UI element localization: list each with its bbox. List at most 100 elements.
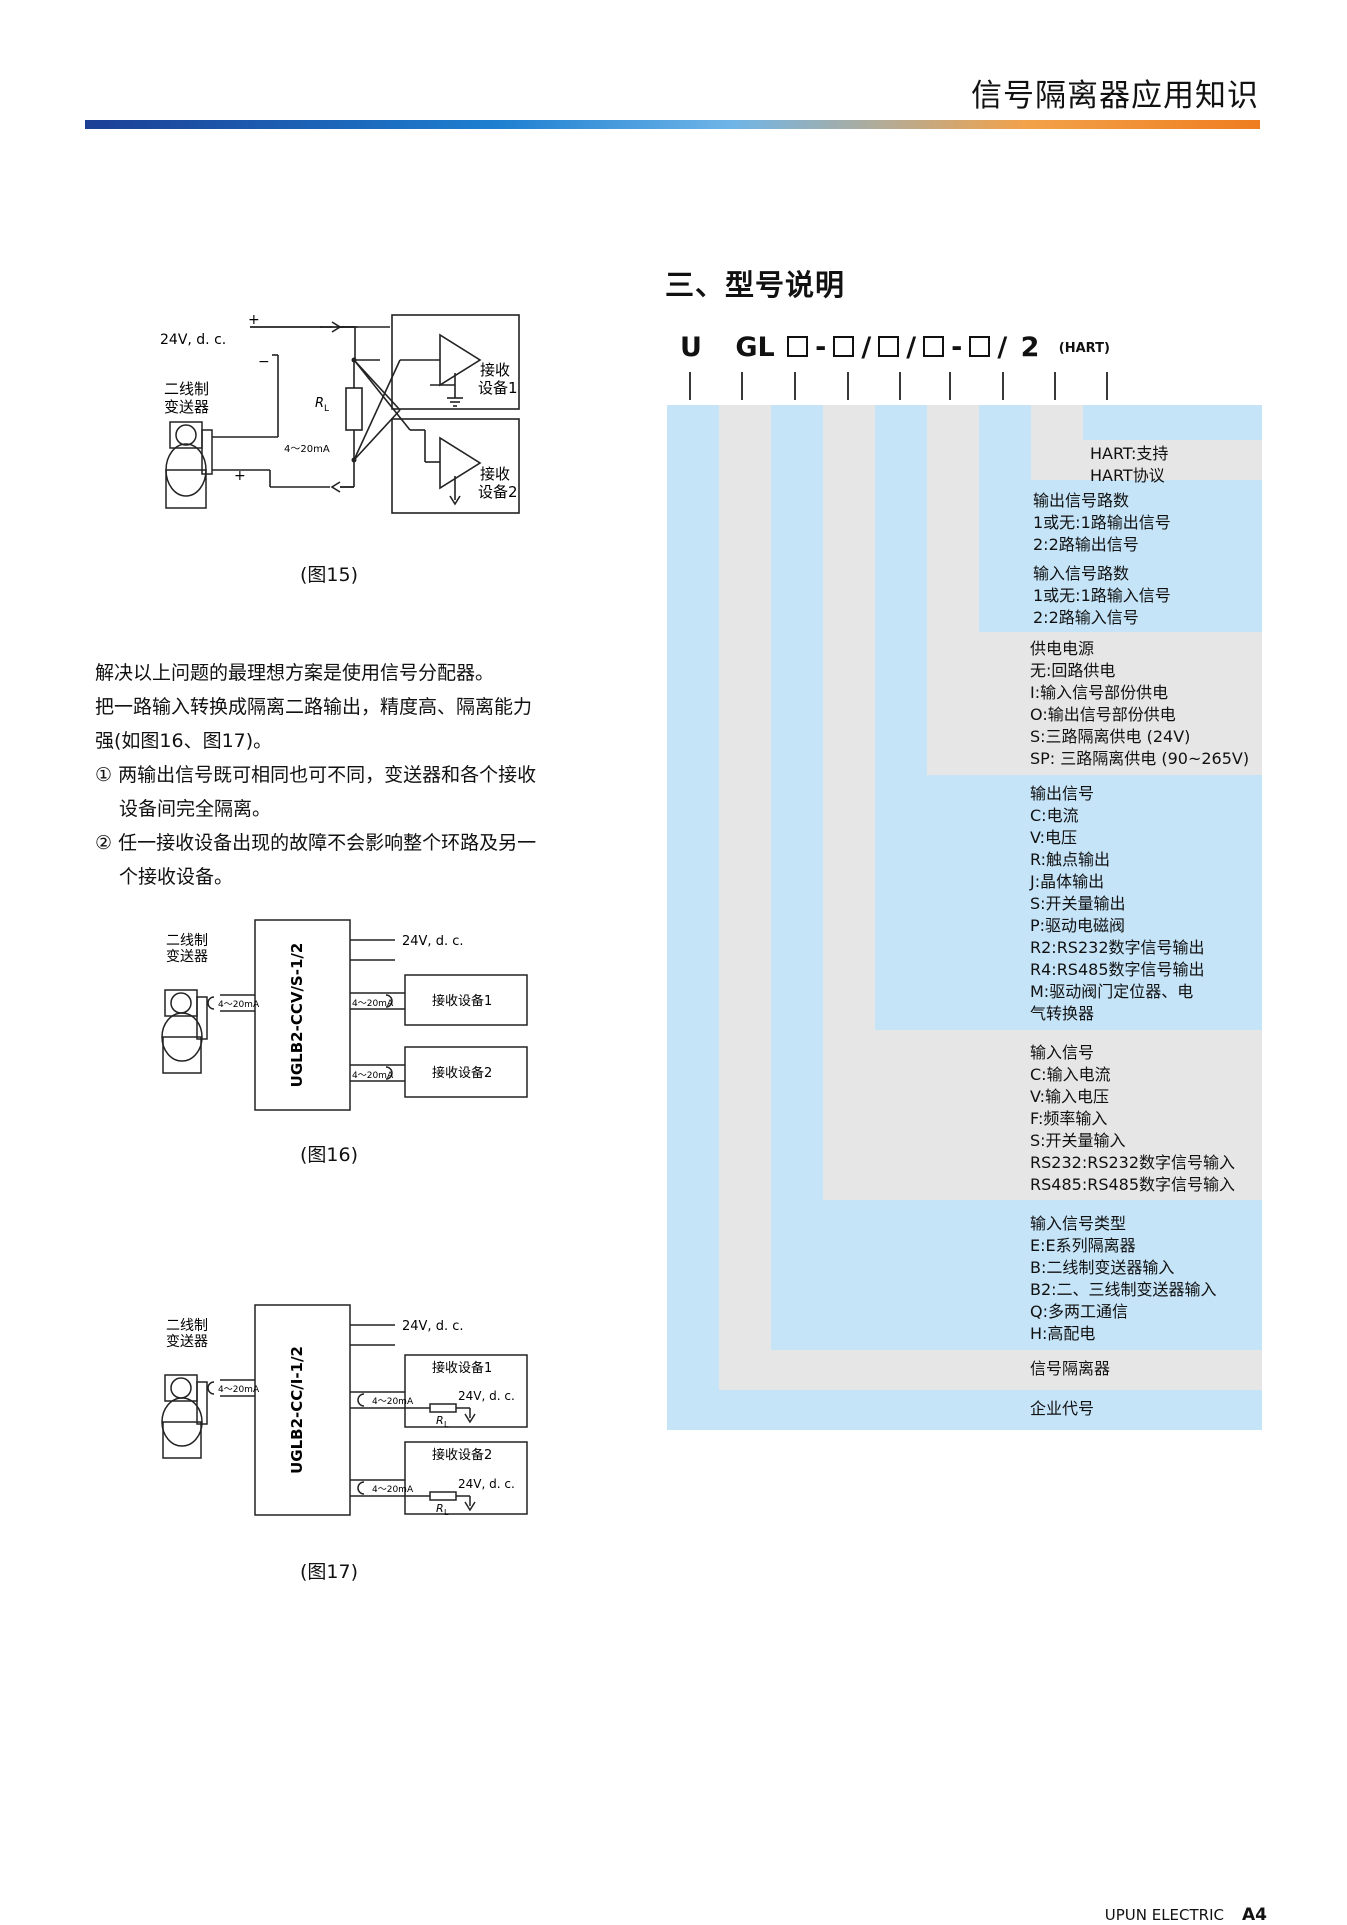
model-description-line: 1或无:1路输出信号 (1033, 513, 1171, 532)
figure-17-diagram: UGLB2-CC/I-1/2 24V, d. c. 二线制 变送器 4～20mA… (161, 1304, 528, 1517)
model-description-line: C:电流 (1030, 806, 1079, 825)
model-prefix-gl: GL (735, 332, 775, 363)
model-description-line: V:电压 (1030, 828, 1078, 847)
fig16-receiver2: 接收设备2 (432, 1065, 492, 1081)
slot-box (787, 336, 809, 357)
model-description-line: S:开关量输入 (1030, 1131, 1126, 1150)
slot-box (833, 336, 855, 357)
model-description-block: 企业代号 (1030, 1398, 1094, 1420)
model-description-line: H:高配电 (1030, 1324, 1096, 1343)
fig16-input-current: 4～20mA (218, 1000, 260, 1010)
model-description-line: 2:2路输入信号 (1033, 608, 1139, 627)
page-header-title: 信号隔离器应用知识 (971, 78, 1259, 114)
fig17-output2-current: 4～20mA (372, 1485, 414, 1495)
model-description-block: HART:支持 HART协议 (1090, 443, 1168, 487)
footer-brand: UPUN ELECTRIC (1104, 1906, 1224, 1924)
model-description-line: S:开关量输出 (1030, 894, 1126, 913)
model-description-line: P:驱动电磁阀 (1030, 916, 1126, 935)
model-description-line: R4:RS485数字信号输出 (1030, 960, 1205, 979)
figure-15-diagram: 24V, d. c. + − + 二线制 变送器 R L 4～20mA 接收 设… (160, 312, 520, 514)
model-description-line: 企业代号 (1030, 1399, 1095, 1418)
fig16-supply-label: 24V, d. c. (402, 934, 464, 949)
body-paragraph: 解决以上问题的最理想方案是使用信号分配器。 把一路输入转换成隔离二路输出，精度高… (95, 656, 536, 894)
fig15-receiver1-line1: 接收 (480, 361, 510, 379)
fig17-device-label: UGLB2-CC/I-1/2 (288, 1346, 306, 1474)
fig17-receiver1: 接收设备1 (432, 1360, 492, 1376)
fig17-output1-current: 4～20mA (372, 1397, 414, 1407)
fig15-plus-bottom: + (234, 468, 246, 484)
model-description-line: E:E系列隔离器 (1030, 1236, 1136, 1255)
model-description-line: C:输入电流 (1030, 1065, 1111, 1084)
fig15-current-label: 4～20mA (284, 444, 330, 455)
fig16-transmitter-line2: 变送器 (166, 949, 208, 965)
model-description-line: R2:RS232数字信号输出 (1030, 938, 1205, 957)
model-description-line: RS232:RS232数字信号输入 (1030, 1153, 1236, 1172)
header-gradient-bar (85, 120, 1260, 129)
fig15-supply-label: 24V, d. c. (160, 332, 226, 348)
fig17-receiver2-supply: 24V, d. c. (458, 1477, 515, 1491)
fig15-receiver2-line1: 接收 (480, 465, 510, 483)
fig16-receiver1: 接收设备1 (432, 993, 492, 1009)
fig15-plus-top: + (248, 312, 260, 328)
fig17-transmitter-line2: 变送器 (166, 1334, 208, 1350)
body-item-2a: ② 任一接收设备出现的故障不会影响整个环路及另一 (95, 832, 537, 854)
body-line-2: 把一路输入转换成隔离二路输出，精度高、隔离能力 (95, 696, 533, 718)
fig17-receiver1-supply: 24V, d. c. (458, 1389, 515, 1403)
model-description-line: HART协议 (1090, 466, 1165, 485)
model-description-line: Q:多两工通信 (1030, 1302, 1128, 1321)
model-description-block: 输出信号路数 1或无:1路输出信号 2:2路输出信号 (1033, 490, 1171, 556)
fig16-output1-current: 4～20mA (352, 999, 394, 1009)
fig16-transmitter-line1: 二线制 (166, 933, 208, 949)
model-code: U GL -//-/ 2 (HART) (680, 332, 1110, 363)
fig17-receiver2: 接收设备2 (432, 1447, 492, 1463)
model-description-line: HART:支持 (1090, 444, 1169, 463)
fig17-transmitter-line1: 二线制 (166, 1318, 208, 1334)
model-description-line: 输出信号 (1030, 784, 1095, 803)
model-description-line: F:频率输入 (1030, 1109, 1108, 1128)
model-description-block: 输入信号路数 1或无:1路输入信号 2:2路输入信号 (1033, 563, 1171, 629)
model-description-block: 信号隔离器 (1030, 1358, 1110, 1380)
fig15-receiver2-line2: 设备2 (478, 483, 518, 501)
fig15-receiver1-line2: 设备1 (478, 379, 518, 397)
model-description-line: V:输入电压 (1030, 1087, 1110, 1106)
fig15-transmitter-line1: 二线制 (164, 380, 209, 398)
model-description-line: B:二线制变送器输入 (1030, 1258, 1175, 1277)
fig15-resistor-sub: L (324, 404, 329, 414)
model-description-line: 无:回路供电 (1030, 661, 1116, 680)
fig15-transmitter-line2: 变送器 (164, 398, 209, 416)
model-description-line: 输入信号类型 (1030, 1214, 1127, 1233)
model-description-line: SP: 三路隔离供电 (90~265V) (1030, 749, 1250, 768)
slot-box (923, 336, 945, 357)
model-description-line: 信号隔离器 (1030, 1359, 1111, 1378)
footer: UPUN ELECTRIC A4 (1105, 1905, 1267, 1925)
figure-15-caption: (图15) (300, 564, 359, 586)
model-description-line: S:三路隔离供电 (24V) (1030, 727, 1191, 746)
model-description-line: RS485:RS485数字信号输入 (1030, 1175, 1236, 1194)
slot-box (969, 336, 991, 357)
model-description-line: O:输出信号部份供电 (1030, 705, 1176, 724)
fig17-supply-label: 24V, d. c. (402, 1319, 464, 1334)
model-description-line: 输入信号路数 (1033, 564, 1130, 583)
model-description-line: 2:2路输出信号 (1033, 535, 1139, 554)
model-description-line: 供电电源 (1030, 639, 1095, 658)
figure-17-caption: (图17) (300, 1561, 359, 1583)
model-prefix-u: U (680, 332, 702, 363)
model-description-block: 供电电源无:回路供电 I:输入信号部份供电 O:输出信号部份供电 S:三路隔离供电 (… (1030, 638, 1249, 770)
fig17-resistor2: R (436, 1502, 444, 1515)
fig17-resistor1: R (436, 1414, 444, 1427)
footer-page-number: A4 (1242, 1905, 1267, 1925)
section-title: 三、型号说明 (665, 268, 846, 302)
body-line-3: 强(如图16、图17)。 (95, 730, 273, 752)
model-description-line: 1或无:1路输入信号 (1033, 586, 1171, 605)
model-description-line: M:驱动阀门定位器、电 (1030, 982, 1194, 1001)
fig17-resistor2-sub: L (444, 1508, 449, 1517)
fig15-resistor-label: R (315, 396, 324, 411)
body-line-1: 解决以上问题的最理想方案是使用信号分配器。 (95, 662, 495, 684)
fig15-minus: − (258, 354, 270, 370)
fig16-output2-current: 4～20mA (352, 1071, 394, 1081)
model-description-line: I:输入信号部份供电 (1030, 683, 1169, 702)
model-description-line: 输出信号路数 (1033, 491, 1130, 510)
